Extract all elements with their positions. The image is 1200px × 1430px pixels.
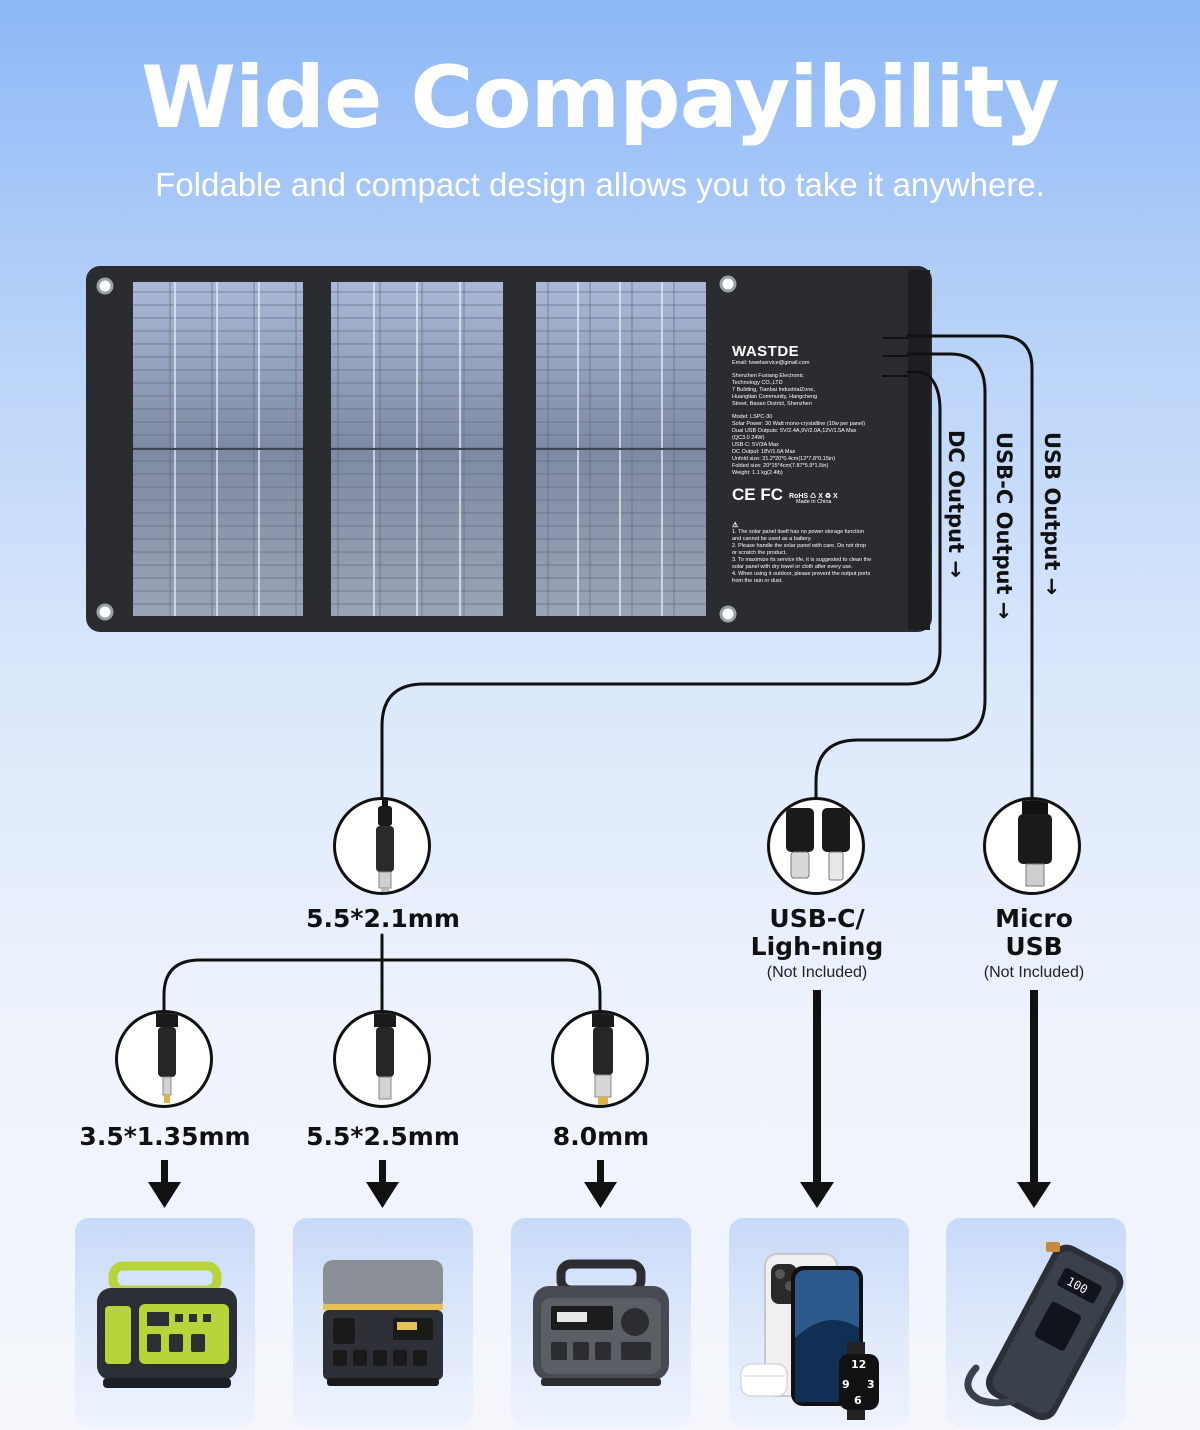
dark-power-station-icon bbox=[533, 1259, 669, 1386]
green-power-station-icon bbox=[97, 1261, 237, 1388]
dc-tip-c-label: 8.0mm bbox=[552, 1122, 650, 1151]
panel-spec-line: Weight: 1.1 kg(2.4lb) bbox=[732, 470, 783, 476]
solar-cell-block-1 bbox=[133, 282, 303, 616]
dc-tip-b-label: 5.5*2.5mm bbox=[306, 1122, 460, 1151]
panel-spec-line: Unfold size: 31.2*20*0.4cm(12*7.8*0.15in… bbox=[732, 456, 836, 462]
panel-warning-line: 4. When using it outdoor, please prevent… bbox=[732, 571, 871, 584]
micro-not-included: (Not Included) bbox=[983, 964, 1085, 981]
power-bank-icon: 100 bbox=[964, 1242, 1124, 1421]
panel-spec-line: Solar Power: 30 Watt mono-crystalline (1… bbox=[732, 421, 866, 427]
watch-hour-3: 3 bbox=[867, 1378, 875, 1391]
dc-tip-3-5-icon bbox=[115, 1010, 213, 1108]
dc-plug-icon bbox=[333, 797, 431, 895]
device-card-grey-power-station bbox=[293, 1218, 473, 1427]
panel-spec-line: Dual USB Outputs: 5V/2.4A,9V/2.0A,12V/1.… bbox=[732, 428, 857, 441]
dc-output-label: DC Output → bbox=[944, 430, 968, 578]
dc-tip-8-0-icon bbox=[551, 1010, 649, 1108]
panel-spec-line: Folded size: 20*15*4cm(7.87*5.9*1.5in) bbox=[732, 463, 829, 469]
device-card-phone-accessories: 12 9 3 6 bbox=[729, 1218, 909, 1427]
panel-email: Email: tvwelservice@gmail.com bbox=[732, 360, 810, 366]
solar-cell-block-2 bbox=[331, 282, 503, 616]
device-card-dark-power-station bbox=[511, 1218, 691, 1427]
grey-power-station-icon bbox=[323, 1260, 443, 1386]
solar-panel bbox=[86, 266, 932, 632]
solar-cell-block-3 bbox=[536, 282, 706, 616]
dc-tip-a-label: 3.5*1.35mm bbox=[79, 1122, 251, 1151]
page-title: Wide Compayibility bbox=[141, 48, 1060, 148]
panel-warning-line: 1. The solar panel itself has no power s… bbox=[732, 529, 864, 542]
usbc-not-included: (Not Included) bbox=[766, 964, 868, 981]
panel-company-line: Huangtian Community, Hangcheng bbox=[732, 394, 818, 400]
usbc-lightning-label: USB-C/ Ligh-ning bbox=[750, 904, 884, 961]
panel-spec-line: USB-C: 5V/3A Max bbox=[732, 442, 779, 448]
panel-company-line: 7 Building, Tianbai IndustrialZone, bbox=[732, 387, 815, 393]
usb-output-label: USB Output → bbox=[1040, 432, 1064, 596]
phone-earbuds-watch-icon: 12 9 3 6 bbox=[740, 1253, 879, 1420]
dc-tip-5-5-2-5-icon bbox=[333, 1010, 431, 1108]
watch-hour-12: 12 bbox=[851, 1358, 866, 1371]
device-card-green-power-station bbox=[75, 1218, 255, 1427]
watch-hour-6: 6 bbox=[854, 1394, 862, 1407]
device-card-power-bank: 100 bbox=[946, 1218, 1126, 1427]
panel-company-line: Shenzhen Fuxiang Electronic bbox=[732, 373, 804, 379]
warning-icon: ⚠ bbox=[732, 522, 739, 529]
usbc-lightning-plug-icon bbox=[767, 797, 865, 895]
grommet-icons bbox=[96, 275, 737, 623]
dc-main-label: 5.5*2.1mm bbox=[306, 904, 460, 933]
panel-brand: WASTDE bbox=[732, 343, 800, 360]
panel-company-line: Street, Baoan District, Shenzhen bbox=[732, 401, 812, 407]
usbc-output-label: USB-C Output → bbox=[992, 432, 1016, 620]
watch-hour-9: 9 bbox=[842, 1378, 850, 1391]
panel-warning-line: 2. Please handle the solar panel with ca… bbox=[732, 543, 866, 556]
panel-warning-line: 3. To maximize its service life, it is s… bbox=[732, 557, 872, 570]
panel-label: WASTDE Email: tvwelservice@gmail.com She… bbox=[732, 343, 872, 585]
usbc-output-cable bbox=[814, 352, 987, 802]
arrow-icons bbox=[148, 990, 1051, 1208]
page-subtitle: Foldable and compact design allows you t… bbox=[155, 166, 1045, 203]
usb-output-cable bbox=[906, 334, 1034, 802]
panel-company-line: Technology CO.,LTD bbox=[732, 380, 783, 386]
panel-made-in: Made in China bbox=[796, 499, 832, 505]
panel-spec-line: DC Output: 18V/1.6A Max bbox=[732, 449, 796, 455]
panel-spec-line: Model: LSPC-30 bbox=[732, 414, 773, 420]
micro-usb-label: Micro USB bbox=[995, 904, 1073, 961]
micro-usb-plug-icon bbox=[983, 797, 1081, 895]
dc-output-cable bbox=[380, 370, 942, 802]
